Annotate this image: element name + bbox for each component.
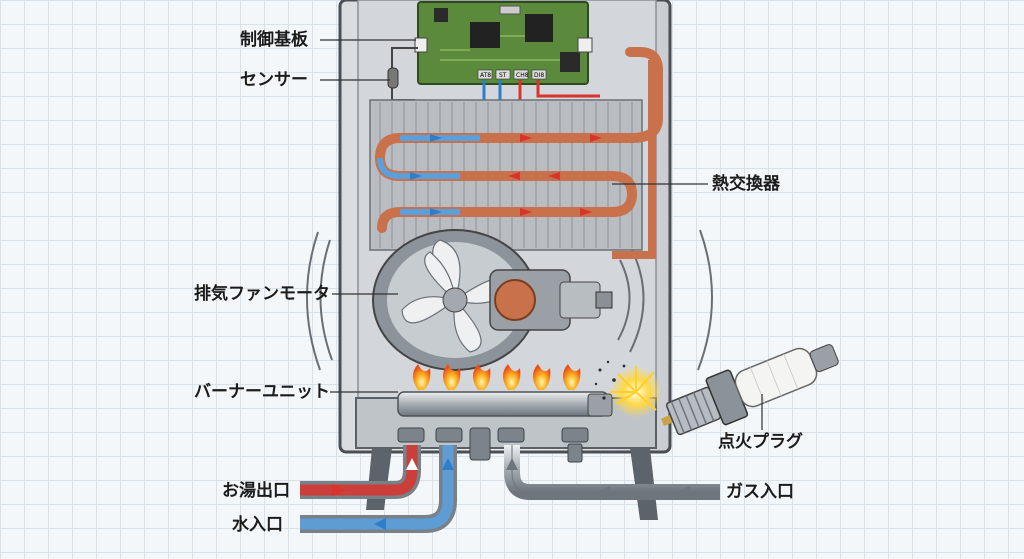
exhaust-fan-motor	[372, 229, 613, 371]
label-sensor: センサー	[240, 70, 308, 90]
label-burner-unit: バーナーユニット	[194, 382, 330, 402]
burner-manifold	[397, 391, 613, 463]
water-inlet-pipe	[300, 445, 457, 533]
label-gas-inlet: ガス入口	[726, 482, 794, 502]
label-water-inlet: 水入口	[232, 515, 283, 535]
control-board: AT8 ST CH8 DI8	[387, 1, 600, 104]
hot-water-outlet-pipe	[300, 445, 421, 499]
label-hot-water-outlet: お湯出口	[222, 481, 290, 501]
chip-label: CH8	[516, 72, 529, 79]
burner-flames	[413, 364, 581, 390]
leader-lines	[320, 39, 763, 430]
label-heat-exchanger: 熱交換器	[712, 174, 780, 194]
flame-icon	[533, 364, 551, 390]
spark-plug	[594, 344, 839, 436]
label-control-board: 制御基板	[240, 30, 308, 50]
flame-icon	[413, 364, 431, 390]
flame-icon	[443, 364, 461, 390]
chip-label: ST	[499, 72, 507, 79]
chip-label: DI8	[534, 72, 544, 79]
heat-exchanger	[369, 47, 663, 259]
vibration-lines	[306, 229, 713, 371]
label-spark-plug: 点火プラグ	[718, 432, 803, 452]
chip-label: AT8	[480, 72, 491, 79]
fan-icon	[401, 239, 511, 353]
label-exhaust-fan-motor: 排気ファンモータ	[194, 284, 330, 304]
flame-icon	[563, 364, 581, 390]
gas-inlet-pipe	[504, 445, 720, 500]
spark-icon	[610, 366, 657, 411]
flame-icon	[503, 364, 521, 390]
flame-icon	[473, 364, 491, 390]
